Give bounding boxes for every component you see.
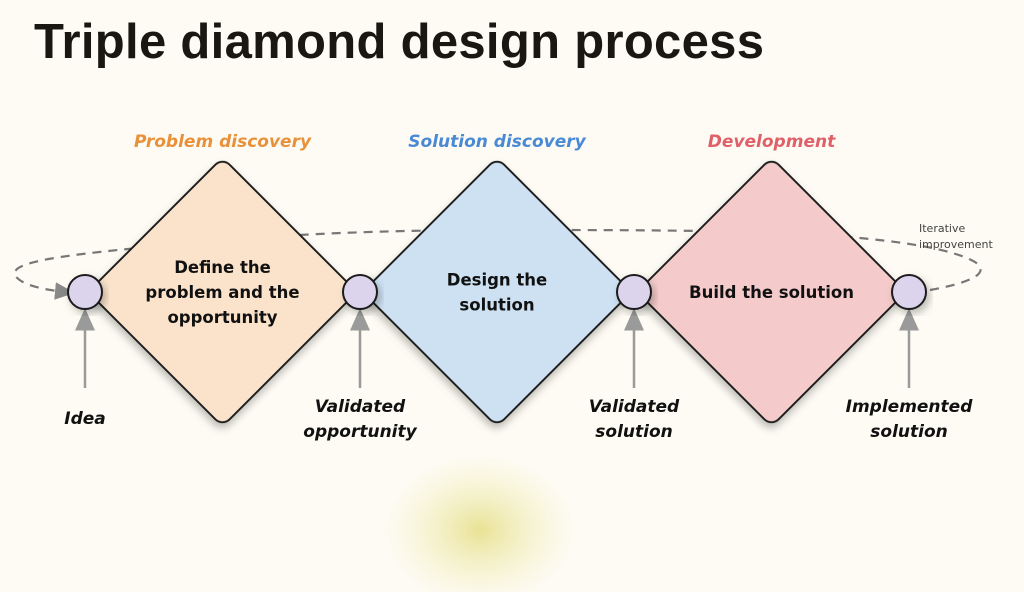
- diamond-text-line: Build the solution: [689, 283, 854, 302]
- diamond-text-line: problem and the: [145, 283, 299, 302]
- milestone-label: Implemented: [846, 397, 974, 417]
- background-blob: [385, 455, 575, 592]
- diamond-phase-1: [91, 160, 354, 424]
- milestone-label: solution: [870, 422, 947, 442]
- page-title: Triple diamond design process: [34, 15, 765, 69]
- phase-title: Development: [708, 132, 836, 152]
- diamond-text-line: Design the: [447, 271, 548, 290]
- milestone-node: [67, 274, 103, 310]
- milestone-node: [616, 274, 652, 310]
- milestone-node: [891, 274, 927, 310]
- milestone-label: solution: [595, 422, 672, 442]
- diamond-phase-3: [640, 160, 903, 424]
- milestone-label: opportunity: [303, 422, 417, 442]
- milestone-node: [342, 274, 378, 310]
- diamond-text-line: Define the: [174, 258, 271, 277]
- diamond-text-line: opportunity: [167, 308, 277, 327]
- diamond-shape: [640, 160, 903, 424]
- diamond-phase-2: [365, 160, 629, 424]
- milestone-label: Idea: [64, 409, 106, 429]
- milestone-label: Validated: [589, 397, 680, 417]
- diamond-shape: [91, 160, 354, 424]
- phase-title: Solution discovery: [408, 132, 586, 152]
- diamond-shape: [365, 160, 629, 424]
- phase-title: Problem discovery: [134, 132, 312, 152]
- loop-label-line1: Iterative: [919, 222, 965, 235]
- milestone-label: Validated: [315, 397, 406, 417]
- loop-label-line2: improvement: [919, 238, 993, 251]
- diamond-text-line: solution: [459, 296, 534, 315]
